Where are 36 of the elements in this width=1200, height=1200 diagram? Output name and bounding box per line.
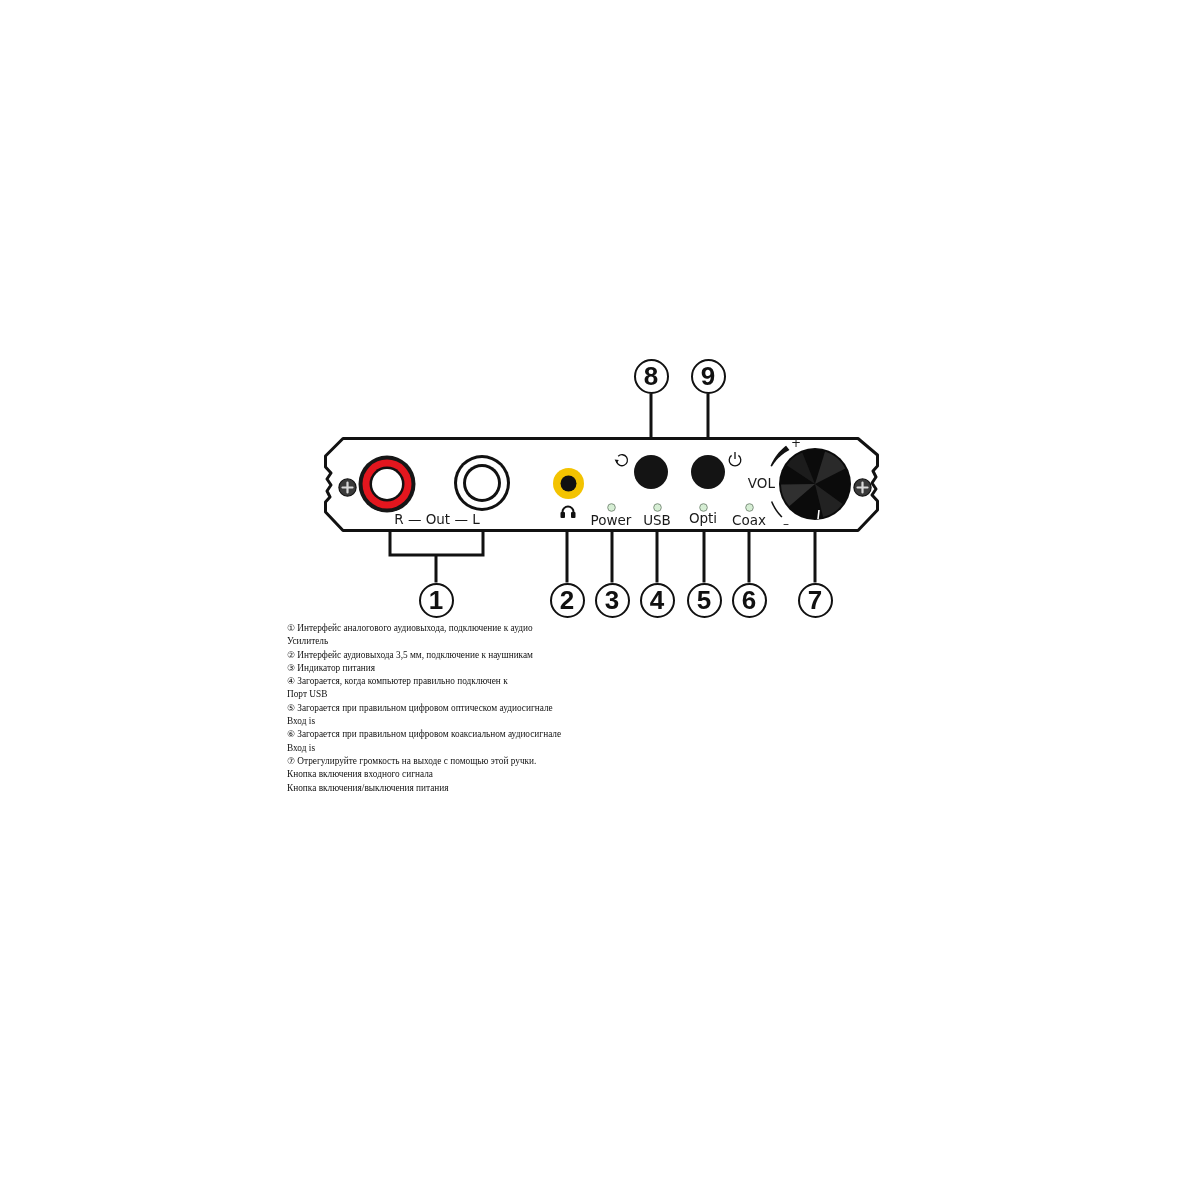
description-text: ⑦ Отрегулируйте громкость на выходе с помощью этой ручки. xyxy=(287,754,538,768)
leader-line xyxy=(655,532,659,583)
callout-number: 4 xyxy=(639,582,675,618)
leader-line xyxy=(813,532,817,583)
callout-number: 9 xyxy=(690,358,726,394)
indicator-label: USB xyxy=(643,514,671,528)
indicator-label: Opti xyxy=(688,512,718,526)
leader-line xyxy=(706,393,710,437)
callout-number: 6 xyxy=(731,582,767,618)
indicator-label: Coax xyxy=(732,514,766,528)
leader-line xyxy=(610,532,614,583)
device-panel xyxy=(324,437,879,532)
minus-sign: – xyxy=(783,518,789,530)
description-text: ① Интерфейс аналогового аудиовыхода, подключение к аудио Усилитель xyxy=(287,622,534,649)
callout-number: 1 xyxy=(418,582,454,618)
description-text: ② Интерфейс аудиовыхода 3,5 мм, подключение к наушникам xyxy=(287,648,534,662)
description-text: ⑥ Загорается при правильном цифровом коаксиальном аудиосигнале Вход is xyxy=(287,728,563,755)
callout-number: 8 xyxy=(633,358,669,394)
leader-line xyxy=(649,393,653,437)
description-text: ⑤ Загорается при правильном цифровом оптическом аудиосигнале Вход is xyxy=(287,701,554,729)
output-label: R — Out — L xyxy=(394,513,480,527)
description-text: ③ Индикатор питания xyxy=(287,661,377,675)
leader-line xyxy=(565,532,569,583)
description-text: Кнопка включения входного сигнала xyxy=(287,768,434,782)
leader-line xyxy=(702,532,706,583)
volume-label: VOL xyxy=(747,477,775,491)
callout-number: 3 xyxy=(594,582,630,618)
description-text: Кнопка включения/выключения питания xyxy=(287,781,450,795)
plus-sign: + xyxy=(790,437,802,449)
callout-number: 5 xyxy=(686,582,722,618)
description-text: ④ Загорается, когда компьютер правильно подключен к Порт USB xyxy=(287,675,509,702)
callout-number: 2 xyxy=(549,582,585,618)
leader-line xyxy=(388,530,485,584)
indicator-label: Power xyxy=(590,514,632,528)
callout-number: 7 xyxy=(797,582,833,618)
leader-line xyxy=(747,532,751,583)
